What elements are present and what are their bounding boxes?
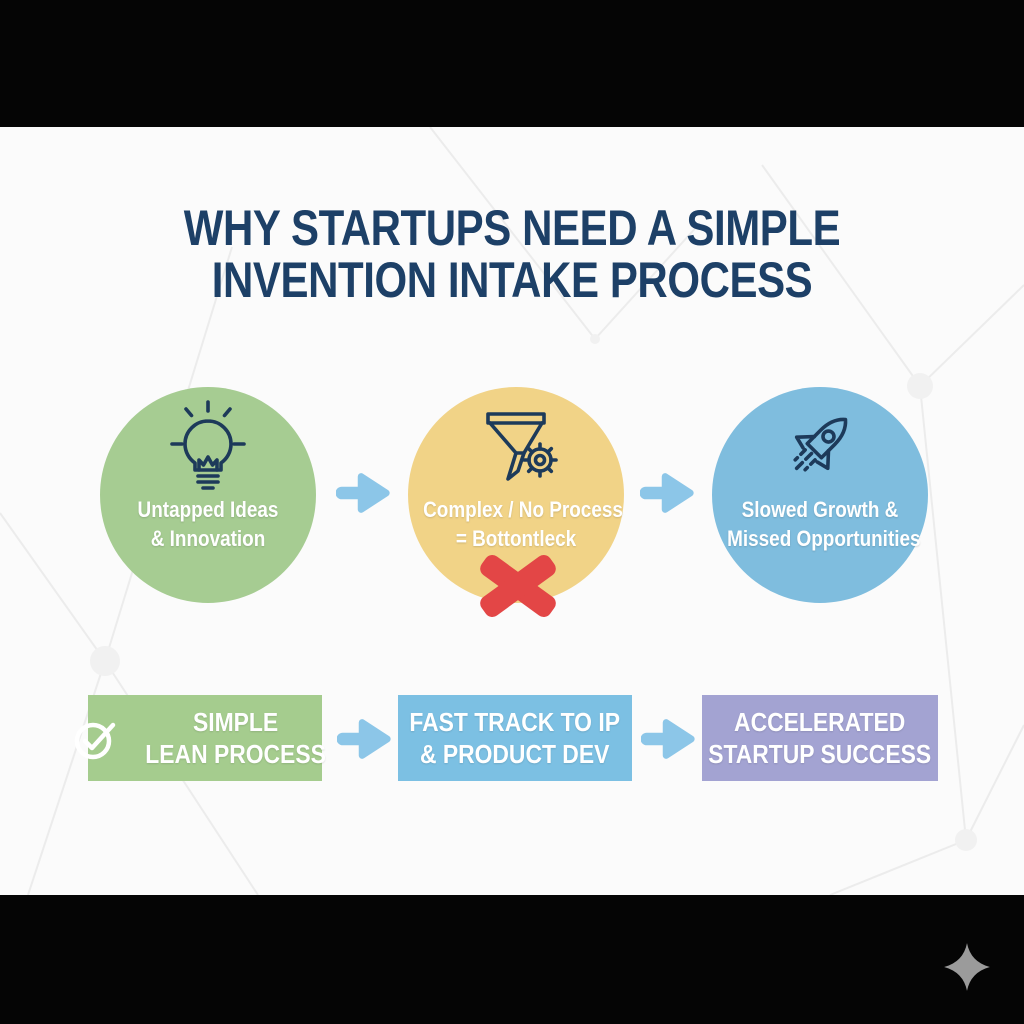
result-accelerated-success: ACCELERATED STARTUP SUCCESS bbox=[702, 695, 938, 781]
check-circle-icon bbox=[72, 714, 120, 762]
stage-slowed-growth: Slowed Growth & Missed Opportunities bbox=[712, 387, 928, 603]
stage-label-line: & Innovation bbox=[150, 526, 266, 551]
rocket-icon bbox=[770, 399, 870, 499]
stage-label-line: Missed Opportunities bbox=[727, 526, 921, 551]
letterbox-top bbox=[0, 0, 1024, 127]
sparkle-icon bbox=[942, 941, 992, 993]
stage-label-line: = Bottontleck bbox=[455, 526, 577, 551]
result-fast-track-ip: FAST TRACK TO IP & PRODUCT DEV bbox=[398, 695, 632, 781]
stage-label: Untapped Ideas & Innovation bbox=[100, 495, 316, 553]
title-line-1: WHY STARTUPS NEED A SIMPLE bbox=[183, 200, 841, 256]
title-line-2: INVENTION INTAKE PROCESS bbox=[211, 252, 813, 308]
stage-label-line: Untapped Ideas bbox=[137, 497, 279, 522]
lightbulb-icon bbox=[158, 399, 258, 499]
page-title: WHY STARTUPS NEED A SIMPLE INVENTION INT… bbox=[0, 202, 1024, 306]
stage-label: Complex / No Process = Bottontleck bbox=[408, 495, 624, 553]
stage-label: Slowed Growth & Missed Opportunities bbox=[712, 495, 928, 553]
stage-untapped-ideas: Untapped Ideas & Innovation bbox=[100, 387, 316, 603]
result-label: FAST TRACK TO IP & PRODUCT DEV bbox=[395, 706, 634, 770]
stage-no-process-bottleneck: Complex / No Process = Bottontleck bbox=[408, 387, 624, 603]
result-label: SIMPLE LEAN PROCESS bbox=[133, 706, 338, 770]
result-label-line: FAST TRACK TO IP bbox=[409, 707, 621, 737]
letterbox-bottom bbox=[0, 895, 1024, 1024]
arrow-right-icon bbox=[640, 470, 698, 516]
arrow-right-icon bbox=[641, 716, 699, 762]
funnel-gear-icon bbox=[466, 399, 566, 499]
result-label-line: LEAN PROCESS bbox=[145, 739, 326, 769]
result-label-line: ACCELERATED bbox=[734, 707, 906, 737]
result-label: ACCELERATED STARTUP SUCCESS bbox=[693, 706, 946, 770]
arrow-right-icon bbox=[337, 716, 395, 762]
stage-label-line: Complex / No Process bbox=[423, 497, 623, 522]
result-simple-lean-process: SIMPLE LEAN PROCESS bbox=[74, 695, 326, 781]
result-label-line: & PRODUCT DEV bbox=[420, 739, 610, 769]
result-label-line: SIMPLE bbox=[192, 707, 279, 737]
result-label-line: STARTUP SUCCESS bbox=[708, 739, 932, 769]
stage-label-line: Slowed Growth & bbox=[741, 497, 899, 522]
red-x-icon bbox=[473, 549, 563, 623]
arrow-right-icon bbox=[336, 470, 394, 516]
